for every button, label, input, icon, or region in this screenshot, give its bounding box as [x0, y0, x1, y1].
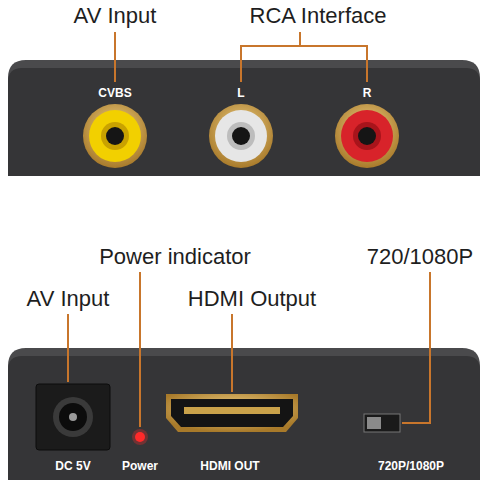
rca-white-jack: [209, 104, 273, 168]
port-marking: Power: [122, 460, 158, 472]
callout-label: AV Input: [27, 288, 110, 310]
port-marking: R: [363, 87, 372, 99]
callout-label: 720/1080P: [367, 246, 473, 268]
callout-label: RCA Interface: [250, 5, 387, 27]
callout-label: Power indicator: [99, 246, 251, 268]
port-marking: CVBS: [98, 87, 131, 99]
hdmi-port: [166, 394, 298, 432]
leader-lines: [68, 272, 430, 427]
front-panel: [8, 60, 480, 176]
port-marking: HDMI OUT: [200, 460, 259, 472]
leader-lines: [115, 32, 367, 82]
port-marking: DC 5V: [55, 460, 90, 472]
rca-yellow-jack: [83, 104, 147, 168]
callout-label: AV Input: [74, 5, 157, 27]
callout-label: HDMI Output: [188, 288, 316, 310]
power-led: [132, 429, 148, 445]
rca-red-jack: [335, 104, 399, 168]
resolution-switch: [364, 414, 400, 432]
port-marking: L: [237, 87, 244, 99]
rear-panel: [8, 348, 480, 480]
port-marking: 720P/1080P: [378, 460, 444, 472]
dc-jack: [36, 384, 110, 450]
